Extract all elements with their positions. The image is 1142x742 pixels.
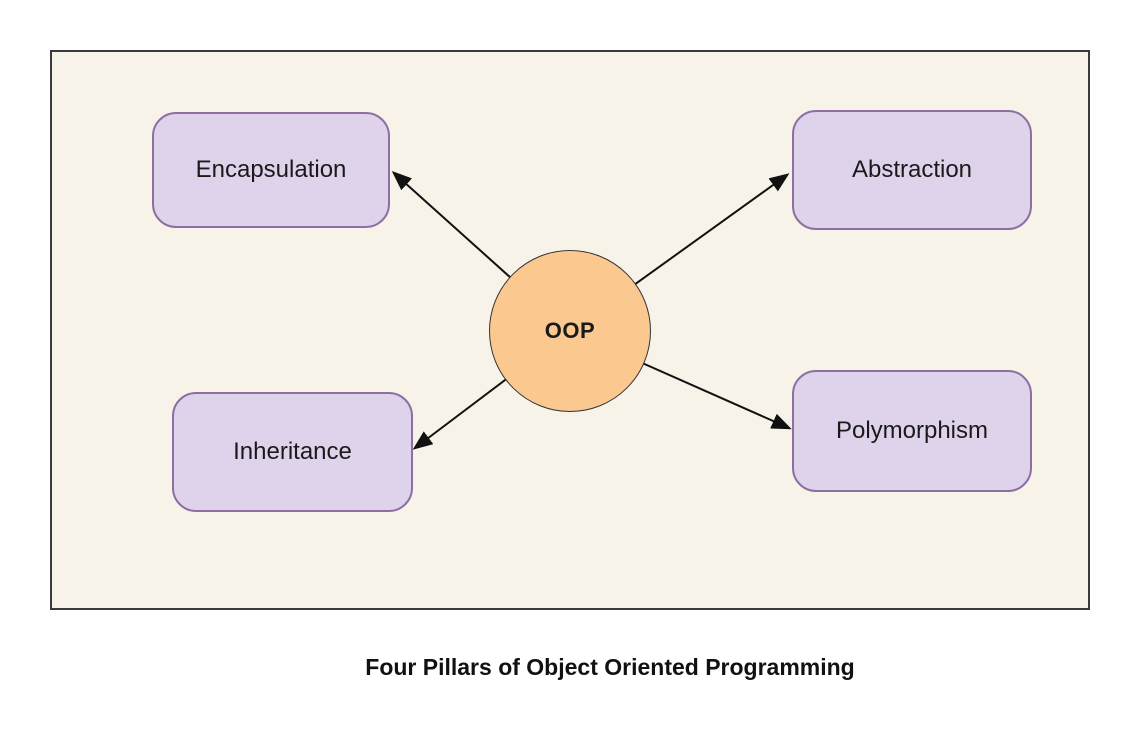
pillar-node-encapsulation: Encapsulation <box>152 112 390 228</box>
pillar-node-polymorphism: Polymorphism <box>792 370 1032 492</box>
center-node-oop: OOP <box>489 250 651 412</box>
pillar-node-abstraction: Abstraction <box>792 110 1032 230</box>
pillar-node-inheritance: Inheritance <box>172 392 413 512</box>
pillar-label-abstraction: Abstraction <box>851 156 973 184</box>
diagram-caption: Four Pillars of Object Oriented Programm… <box>365 654 855 680</box>
pillar-label-inheritance: Inheritance <box>233 438 352 466</box>
center-node-label: OOP <box>544 318 596 344</box>
pillar-label-encapsulation: Encapsulation <box>195 156 347 184</box>
diagram-canvas: Encapsulation Abstraction Inheritance Po… <box>50 50 1090 610</box>
pillar-label-polymorphism: Polymorphism <box>835 417 989 445</box>
